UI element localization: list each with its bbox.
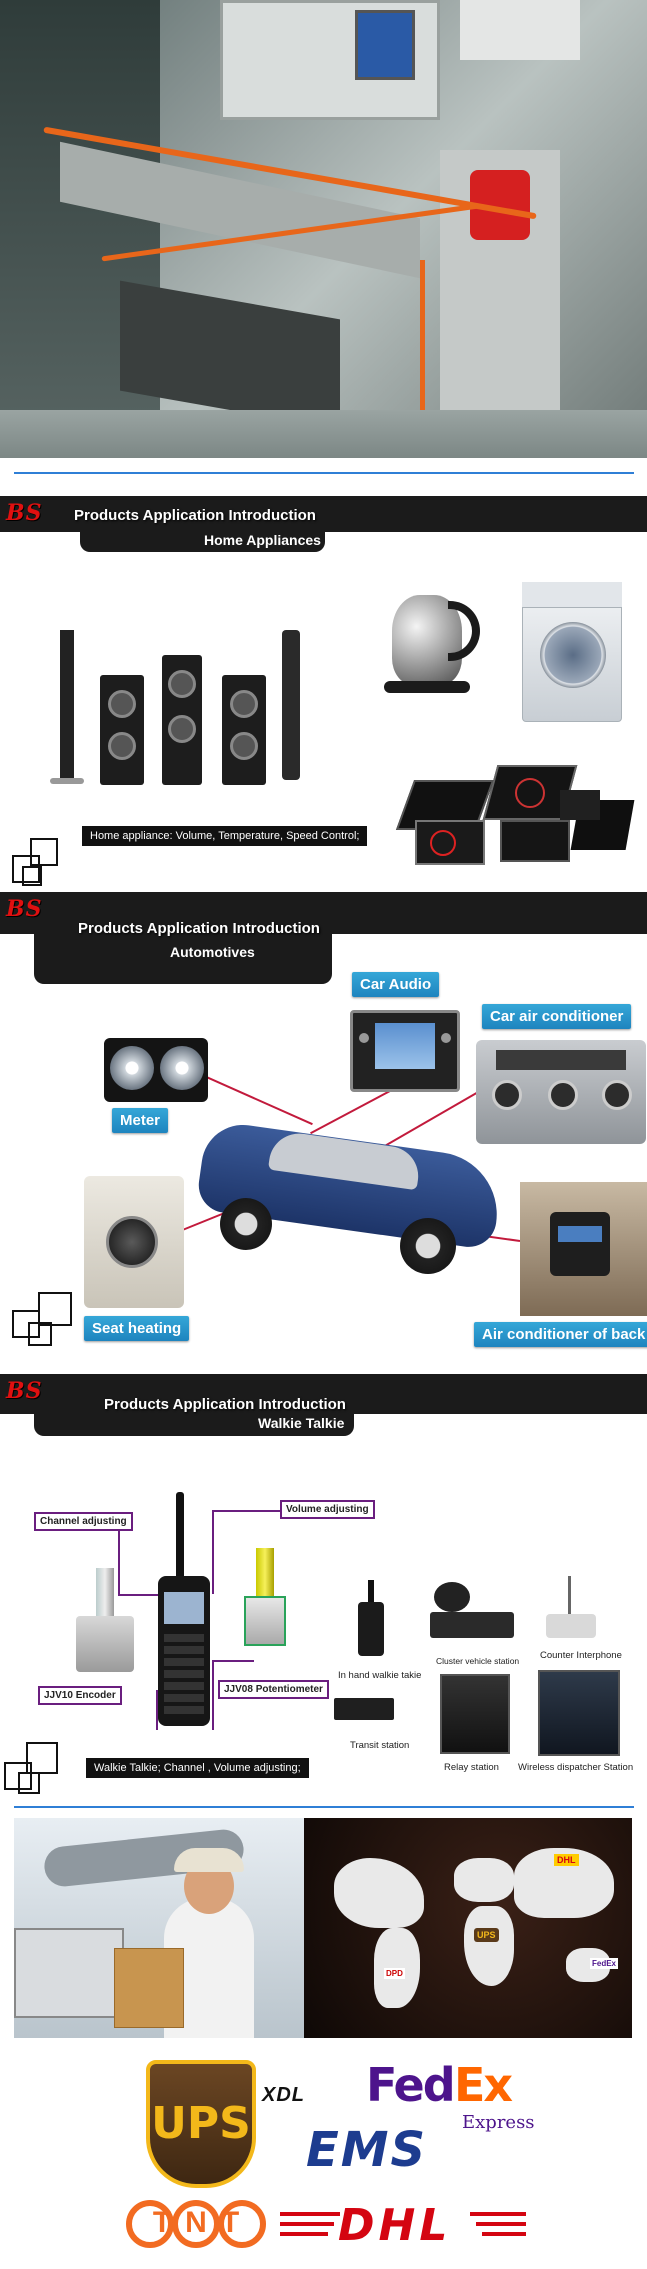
map-label-dhl: DHL — [554, 1854, 579, 1866]
dhl-logo: DHL — [280, 2200, 530, 2251]
courier-delivery-photo — [14, 1818, 304, 2038]
counter-interphone-image — [536, 1576, 606, 1646]
jjv10-encoder-image — [70, 1568, 140, 1678]
tnt-logo: TNT — [126, 2196, 272, 2252]
meter-image — [104, 1038, 208, 1102]
section-title: Products Application Introduction — [74, 507, 316, 524]
ems-logo: EMS — [306, 2122, 428, 2178]
in-hand-walkie-image — [356, 1580, 386, 1660]
fedex-logo-ex: Ex — [454, 2058, 513, 2112]
tag-meter: Meter — [112, 1108, 169, 1133]
label-jjv08-potentiometer: JJV08 Potentiometer — [218, 1680, 329, 1699]
section-subtitle: Automotives — [170, 944, 255, 960]
deco-square — [30, 838, 58, 866]
connector-line — [118, 1594, 166, 1596]
car-audio-image — [350, 1010, 460, 1092]
seat-heating-image — [84, 1176, 184, 1308]
map-label-ups: UPS — [474, 1928, 499, 1942]
caption-relay: Relay station — [444, 1762, 499, 1773]
connector-line — [212, 1510, 214, 1594]
tag-car-air-conditioner: Car air conditioner — [482, 1004, 632, 1029]
bs-logo: BS — [6, 500, 43, 526]
label-volume-adjusting: Volume adjusting — [280, 1500, 375, 1519]
connector-line — [212, 1510, 282, 1512]
tag-car-audio: Car Audio — [352, 972, 440, 997]
speaker-system-image — [50, 620, 310, 790]
section-banner-auto — [0, 892, 647, 934]
connector-line — [214, 1660, 254, 1662]
relay-station-image — [440, 1674, 510, 1754]
wireless-dispatcher-image — [538, 1670, 620, 1756]
cluster-vehicle-station-image — [430, 1582, 514, 1642]
bs-logo: BS — [6, 896, 43, 922]
ups-logo: UPS — [146, 2060, 256, 2188]
label-channel-adjusting: Channel adjusting — [34, 1512, 133, 1531]
factory-photo — [0, 0, 647, 458]
xdl-logo: XDL — [262, 2084, 305, 2106]
divider-rule — [14, 472, 634, 474]
transit-station-image — [334, 1698, 394, 1720]
induction-cooktop-image — [395, 760, 635, 870]
map-label-fedex: FedEx — [590, 1958, 619, 1969]
bs-logo: BS — [6, 1378, 43, 1404]
connector-line — [118, 1526, 120, 1594]
fedex-express-label: Express — [462, 2112, 535, 2133]
walkie-caption: Walkie Talkie; Channel , Volume adjustin… — [86, 1758, 309, 1778]
caption-wireless: Wireless dispatcher Station — [518, 1762, 634, 1773]
washing-machine-image — [522, 582, 622, 722]
rear-air-conditioner-image — [520, 1182, 647, 1316]
section-title: Products Application Introduction — [78, 920, 320, 937]
walkie-talkie-image — [150, 1492, 216, 1732]
section-subtitle: Home Appliances — [204, 532, 321, 548]
world-map-photo: DHL UPS FedEx DPD — [304, 1818, 632, 2038]
caption-cluster: Cluster vehicle station — [436, 1656, 520, 1666]
tag-seat-heating: Seat heating — [84, 1316, 190, 1341]
deco-square — [22, 866, 42, 886]
connector-line — [156, 1690, 158, 1730]
deco-square — [12, 855, 40, 883]
convertible-car-image — [195, 1100, 510, 1280]
deco-square — [18, 1772, 40, 1794]
caption-counter: Counter Interphone — [540, 1650, 622, 1661]
deco-square — [38, 1292, 72, 1326]
kettle-image — [378, 585, 488, 705]
section-banner-sub-walkie — [34, 1412, 354, 1436]
section-subtitle: Walkie Talkie — [258, 1415, 345, 1431]
deco-square — [26, 1742, 58, 1774]
section-banner-walkie — [0, 1374, 647, 1414]
car-air-conditioner-image — [476, 1040, 646, 1144]
jjv08-potentiometer-image — [240, 1548, 290, 1658]
map-label-dpd: DPD — [384, 1968, 405, 1979]
connector-line — [212, 1660, 214, 1730]
divider-rule — [14, 1806, 634, 1808]
section-title: Products Application Introduction — [104, 1396, 346, 1413]
tag-air-conditioner-back: Air conditioner of back — [474, 1322, 647, 1347]
label-jjv10-encoder: JJV10 Encoder — [38, 1686, 122, 1705]
caption-transit: Transit station — [350, 1740, 410, 1751]
section-banner-sub-home — [80, 530, 325, 552]
home-caption: Home appliance: Volume, Temperature, Spe… — [82, 826, 368, 846]
fedex-logo-fed: Fed — [366, 2058, 456, 2112]
section-banner-home — [0, 496, 647, 532]
deco-square — [28, 1322, 52, 1346]
section-banner-sub-auto — [34, 932, 332, 984]
caption-in-hand: In hand walkie takie — [338, 1670, 422, 1681]
